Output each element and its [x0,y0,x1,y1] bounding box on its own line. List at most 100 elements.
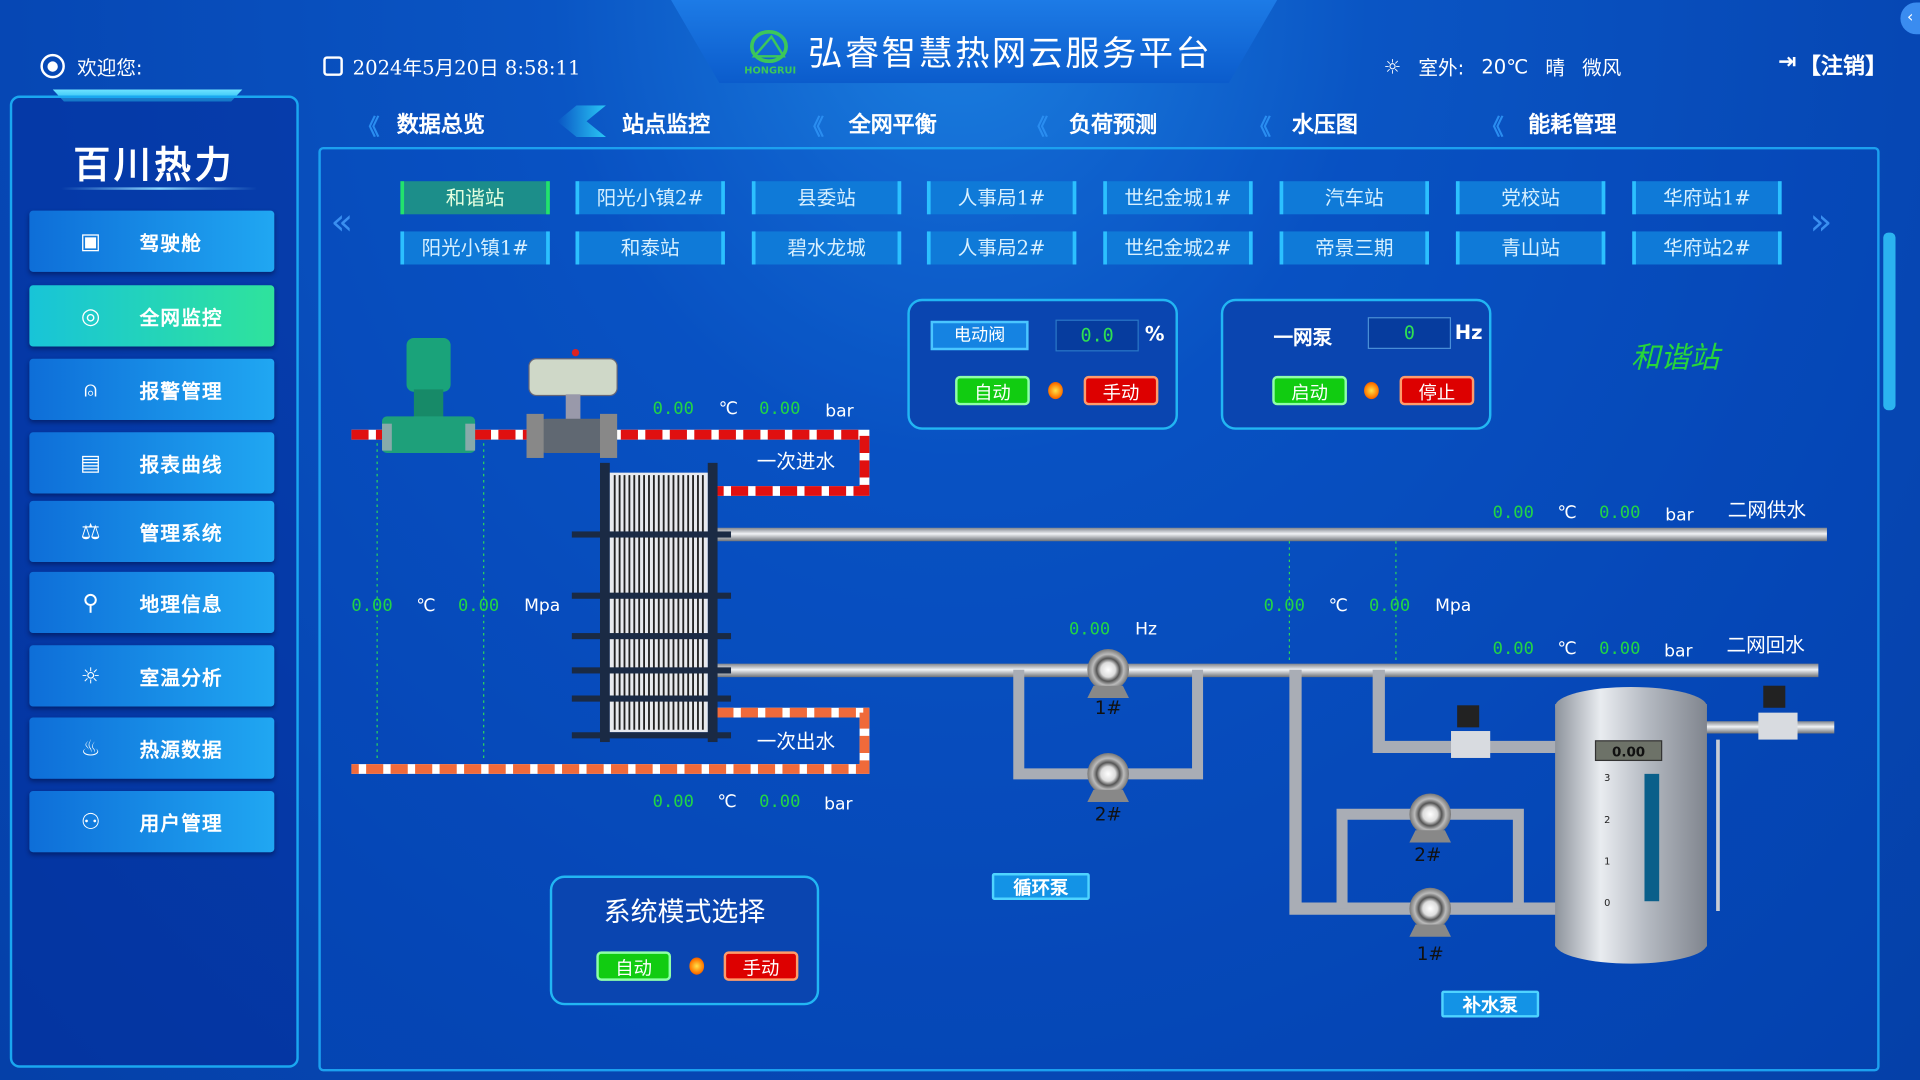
tab-data-overview[interactable]: 数据总览 [396,112,485,139]
user-gear-icon: ⚇ [80,808,101,835]
station-button[interactable]: 党校站 [1455,181,1606,215]
svg-text:bar: bar [825,401,854,421]
logout-button[interactable]: ⇥【注销】 [1778,49,1887,81]
station-button[interactable]: 人事局2# [926,231,1077,265]
weather: ☼ 室外: 20℃ 晴 微风 [1384,51,1622,80]
sidebar-item-alarm[interactable]: ⍝报警管理 [29,358,275,421]
station-button[interactable]: 阳光小镇1# [400,231,550,265]
svg-text:0.00: 0.00 [653,792,694,812]
secondary-return-pipe [716,663,1819,678]
mode-manual-button[interactable]: 手动 [723,951,799,981]
sidebar-item-label: 报警管理 [139,379,223,403]
station-button[interactable]: 华府站1# [1632,181,1782,215]
flame-icon: ♨ [80,735,101,762]
sidebar-item-report[interactable]: ▤报表曲线 [29,432,275,494]
valve-manual-button[interactable]: 手动 [1083,375,1159,406]
station-button[interactable]: 人事局1# [926,181,1077,215]
svg-text:二网回水: 二网回水 [1727,633,1806,656]
svg-text:HONGRUI: HONGRUI [744,65,796,75]
chevron-left-icon: 《 [1248,115,1272,141]
sidebar-item-management[interactable]: ⚖管理系统 [29,500,275,563]
sidebar-item-cockpit[interactable]: ▣驾驶舱 [29,210,275,272]
station-button[interactable]: 碧水龙城 [751,231,902,265]
welcome-text: 欢迎您: [77,56,143,80]
mode-auto-button[interactable]: 自动 [596,951,672,981]
tab-load-forecast[interactable]: 负荷预测 [1068,112,1158,139]
hongrui-logo: HONGRUI [744,30,796,76]
scale-label: 0 [1604,898,1610,909]
weather-condition: 晴 [1545,56,1566,80]
svg-text:℃: ℃ [719,399,738,419]
chevron-left-icon: 《 [1026,115,1049,141]
circulation-pump-1-icon [1087,648,1129,698]
brand-name: 百川热力 [73,144,236,188]
station-button[interactable]: 汽车站 [1279,181,1429,215]
station-button[interactable]: 和泰站 [575,231,725,265]
sidebar-item-network-monitor[interactable]: ◎全网监控 [29,285,275,347]
chevron-left-icon: 《 [1481,115,1504,141]
sidebar-item-label: 地理信息 [139,592,223,616]
pump-frequency-input[interactable]: 0 [1367,317,1452,349]
tab-water-pressure[interactable]: 水压图 [1291,112,1358,139]
sidebar-item-gis[interactable]: ⚲地理信息 [29,571,275,634]
chevron-left-icon: 《 [802,115,825,141]
sensor-lines [376,443,1397,762]
station-button[interactable]: 世纪金城2# [1103,231,1253,265]
tab-network-balance[interactable]: 全网平衡 [848,112,937,139]
station-button[interactable]: 华府站2# [1632,231,1782,265]
station-button[interactable]: 世纪金城1# [1103,181,1253,215]
svg-text:一次进水: 一次进水 [757,450,836,473]
electric-valve-label: 电动阀 [930,320,1029,351]
valve-opening-input[interactable]: 0.0 [1055,319,1139,352]
sidebar-item-room-temp[interactable]: ☼室温分析 [29,645,275,707]
station-button[interactable]: 青山站 [1455,231,1606,265]
chevron-left-icon: 《 [357,115,380,141]
station-button[interactable]: 和谐站 [400,181,550,215]
scrollbar[interactable] [1883,232,1896,411]
tab-station-monitor[interactable]: 站点监控 [622,112,711,139]
system-mode-panel [549,875,820,1006]
station-button[interactable]: 县委站 [751,181,902,215]
makeup-pump-button[interactable]: 补水泵 [1441,990,1540,1018]
svg-text:0.00: 0.00 [1369,596,1410,616]
circ-pump-1-label: 1# [1095,698,1122,719]
logout-label: 【注销】 [1798,53,1888,80]
collapse-button[interactable]: ‹ [1900,2,1920,35]
tab-energy[interactable]: 能耗管理 [1528,112,1617,139]
secondary-supply-pipe [716,527,1827,542]
pump-stop-button[interactable]: 停止 [1399,375,1475,406]
circulation-pump-2-icon [1087,753,1129,803]
electric-valve-icon [526,348,618,458]
solenoid-valve-icon [1451,705,1491,758]
pump-start-button[interactable]: 启动 [1272,375,1347,406]
circulation-pump-button[interactable]: 循环泵 [991,873,1090,901]
svg-text:0.00: 0.00 [1599,639,1640,659]
pump-unit: Hz [1454,320,1483,345]
svg-text:0.00: 0.00 [351,596,392,616]
sidebar-item-heat-source[interactable]: ♨热源数据 [29,717,275,779]
logout-icon: ⇥ [1777,48,1797,75]
tank-level-gauge [1644,773,1660,902]
stations-prev-button[interactable]: « [330,200,354,244]
valve-status-lamp [1048,382,1063,400]
svg-text:0.00: 0.00 [458,596,499,616]
station-button[interactable]: 帝景三期 [1279,231,1429,265]
svg-text:0.00: 0.00 [759,399,800,419]
makeup-pump-2-label: 2# [1414,845,1441,866]
valve-auto-button[interactable]: 自动 [955,375,1030,406]
station-button[interactable]: 阳光小镇2# [575,181,725,215]
scale-label: 1 [1604,856,1610,867]
scale-label: 2 [1604,815,1610,826]
divider [61,187,258,190]
sidebar-item-label: 报表曲线 [139,453,223,477]
stations-next-button[interactable]: » [1809,200,1833,244]
sidebar-item-users[interactable]: ⚇ 用户管理 [29,791,275,853]
solenoid-valve-icon [1758,685,1798,740]
sidebar-item-label: 用户管理 [139,811,223,836]
svg-text:二网供水: 二网供水 [1728,499,1807,522]
